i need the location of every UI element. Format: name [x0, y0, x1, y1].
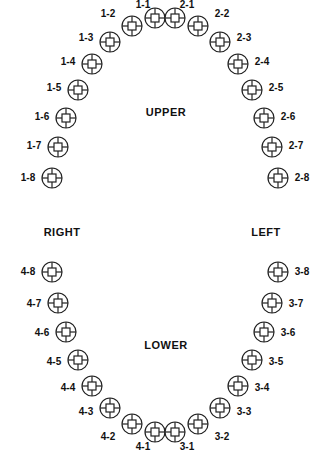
tooth-number: 4-5 — [47, 356, 61, 368]
region-label: LEFT — [251, 226, 281, 238]
tooth-number: 3-7 — [289, 298, 303, 310]
tooth-number: 1-2 — [101, 8, 115, 20]
tooth-number: 1-7 — [27, 140, 41, 152]
tooth-number: 1-5 — [47, 82, 61, 94]
tooth-number: 3-6 — [281, 327, 295, 339]
tooth-number: 4-8 — [21, 266, 35, 278]
tooth-number: 4-6 — [35, 327, 49, 339]
tooth-number: 1-3 — [79, 32, 93, 44]
tooth-number: 4-7 — [27, 298, 41, 310]
tooth-number: 2-4 — [255, 56, 269, 68]
tooth-number: 2-5 — [269, 82, 283, 94]
tooth-number: 2-6 — [281, 111, 295, 123]
tooth-number: 3-3 — [237, 406, 251, 418]
lower-arch — [42, 262, 288, 442]
region-label: UPPER — [146, 106, 186, 118]
tooth-number: 4-2 — [101, 431, 115, 443]
tooth-number: 1-6 — [35, 111, 49, 123]
tooth-number: 3-4 — [255, 382, 269, 394]
tooth-number: 1-4 — [61, 56, 75, 68]
tooth-number: 2-2 — [215, 8, 229, 20]
tooth-number: 2-1 — [180, 0, 194, 11]
tooth-number: 4-3 — [79, 406, 93, 418]
tooth-number: 3-8 — [295, 266, 309, 278]
tooth-number: 1-8 — [21, 172, 35, 184]
upper-arch — [42, 8, 288, 188]
tooth-number: 1-1 — [136, 0, 150, 11]
tooth-number: 3-5 — [269, 356, 283, 368]
tooth-number: 2-7 — [289, 140, 303, 152]
tooth-number: 4-1 — [136, 441, 150, 453]
tooth-number: 2-8 — [295, 172, 309, 184]
tooth-number: 2-3 — [237, 32, 251, 44]
region-label: LOWER — [144, 339, 187, 351]
region-label: RIGHT — [44, 226, 81, 238]
tooth-number: 4-4 — [61, 382, 75, 394]
tooth-number: 3-2 — [215, 431, 229, 443]
tooth-number: 3-1 — [180, 441, 194, 453]
